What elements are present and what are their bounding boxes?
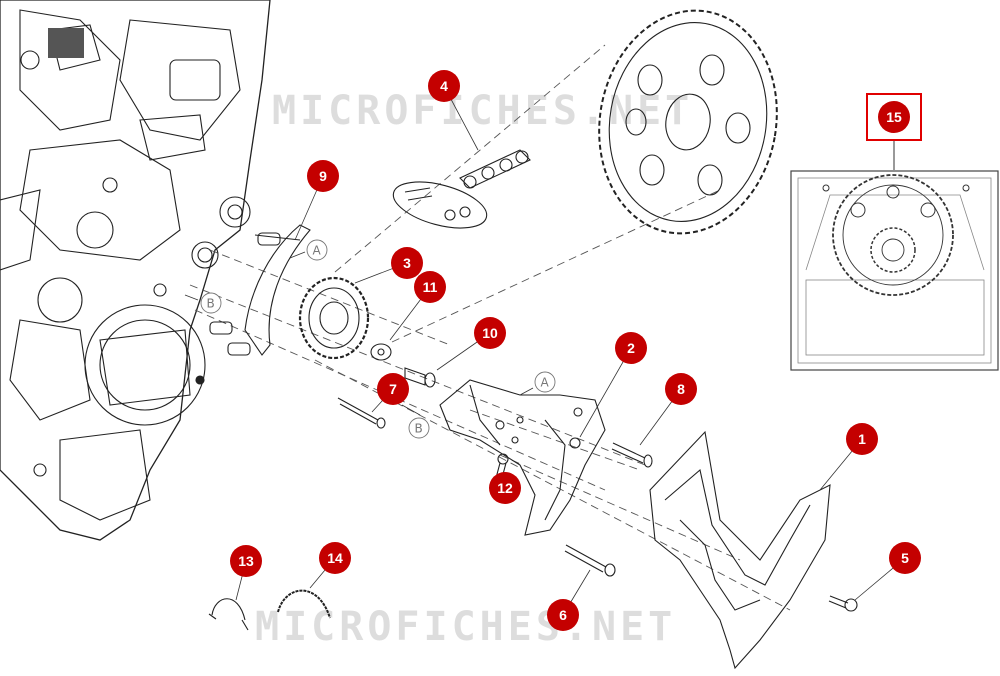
svg-text:3: 3 [403, 255, 411, 271]
svg-text:A: A [313, 244, 322, 258]
svg-text:B: B [207, 297, 215, 311]
callout-5: 5 [889, 542, 921, 574]
svg-text:A: A [541, 376, 550, 390]
svg-text:8: 8 [677, 381, 685, 397]
callout-3: 3 [391, 247, 423, 279]
retaining-ring-13 [208, 598, 249, 631]
watermark-top: MICROFICHES.NET [272, 88, 693, 134]
callout-6: 6 [547, 599, 579, 631]
svg-text:7: 7 [389, 381, 397, 397]
ref-letter-b-right: B [401, 404, 430, 439]
svg-text:12: 12 [497, 480, 513, 496]
svg-text:6: 6 [559, 607, 567, 623]
inset-label-frame [866, 93, 922, 141]
bolt-8 [611, 442, 653, 468]
cover-plate [209, 224, 311, 356]
front-sprocket [298, 276, 370, 360]
callout-4: 4 [428, 70, 460, 102]
callout-7: 7 [377, 373, 409, 405]
svg-text:2: 2 [627, 340, 635, 356]
callout-10: 10 [474, 317, 506, 349]
ref-letter-a-right: A [519, 371, 556, 396]
bolt-7 [337, 397, 386, 429]
callout-11: 11 [414, 271, 446, 303]
retaining-ring-14 [277, 589, 331, 619]
bolt-10 [404, 367, 436, 388]
svg-text:10: 10 [482, 325, 498, 341]
callout-9: 9 [307, 160, 339, 192]
engine-block [0, 0, 271, 541]
bolt-5 [828, 595, 858, 612]
callout-8: 8 [665, 373, 697, 405]
callout-2: 2 [615, 332, 647, 364]
svg-text:13: 13 [238, 553, 254, 569]
svg-text:9: 9 [319, 168, 327, 184]
inset-panel [790, 170, 999, 371]
callout-15: 15 [878, 101, 910, 133]
callout-14: 14 [319, 542, 351, 574]
callout-13: 13 [230, 545, 262, 577]
svg-text:5: 5 [901, 550, 909, 566]
bracket [439, 379, 606, 536]
svg-text:11: 11 [423, 279, 438, 295]
svg-text:14: 14 [327, 550, 343, 566]
callout-12: 12 [489, 472, 521, 504]
watermark-bottom: MICROFICHES.NET [255, 604, 676, 650]
svg-text:15: 15 [886, 109, 902, 125]
washer [370, 343, 392, 361]
svg-text:1: 1 [858, 431, 866, 447]
chain-link-plates [392, 181, 488, 229]
svg-text:4: 4 [440, 78, 448, 94]
chain-link [459, 149, 531, 189]
ref-letter-a-left: A [289, 239, 328, 261]
callout-1: 1 [846, 423, 878, 455]
ref-letter-b-left: B [184, 292, 222, 314]
bolt-6 [564, 544, 616, 577]
sprocket-cover [649, 430, 831, 670]
svg-text:B: B [415, 422, 423, 436]
